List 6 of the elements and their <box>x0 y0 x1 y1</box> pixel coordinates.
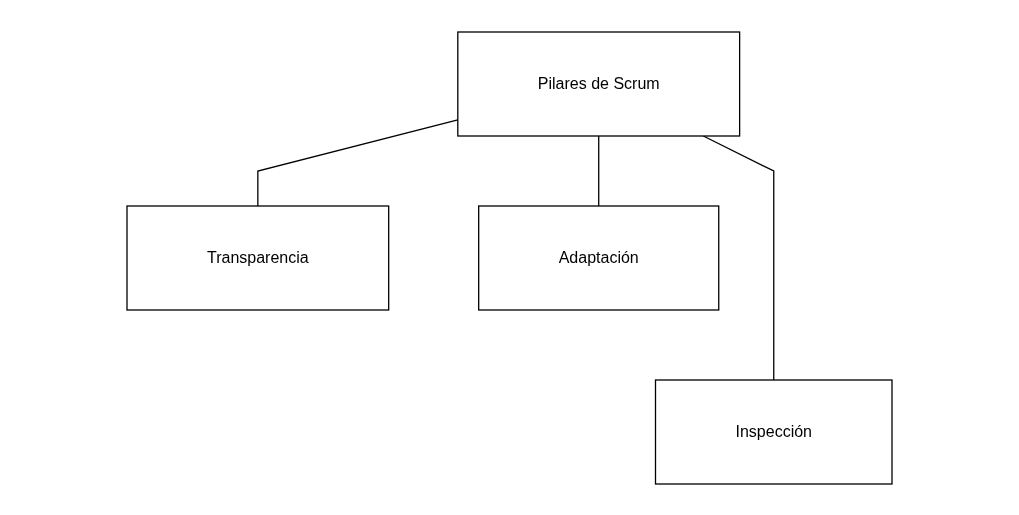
connector <box>598 134 600 207</box>
node-box: Pilares de Scrum <box>457 30 741 137</box>
node-box: Inspección <box>654 378 893 485</box>
node-box: Adaptación <box>478 204 720 311</box>
connector <box>702 134 775 381</box>
node-box: Transparencia <box>126 204 390 311</box>
